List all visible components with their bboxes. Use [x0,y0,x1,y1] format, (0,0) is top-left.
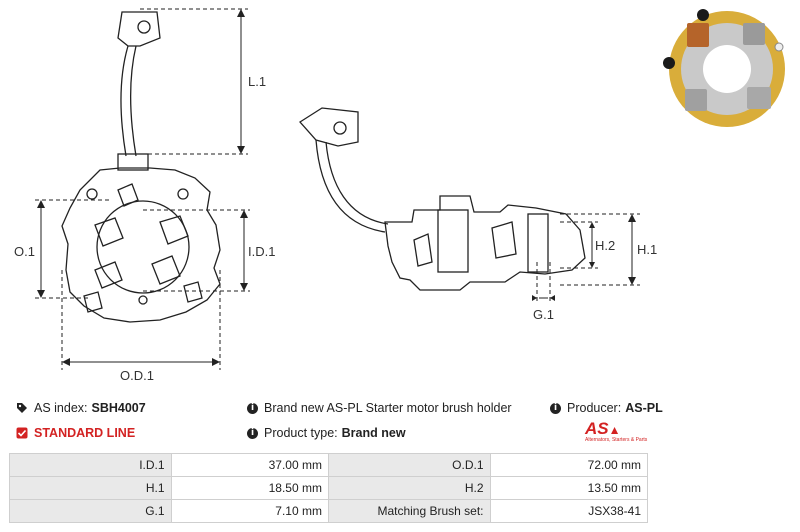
producer-value: AS-PL [625,401,663,415]
as-index-label: AS index: [34,401,88,415]
spec-value: 18.50 mm [170,476,329,500]
spec-key: O.D.1 [327,453,491,477]
spec-value: 72.00 mm [489,453,649,477]
front-rivet-bottom [138,295,148,305]
front-brush-pocket-4 [151,255,181,285]
tag-icon [16,402,28,414]
side-terminal [299,107,359,147]
checkbox-check-icon [16,427,28,439]
as-pl-logo: AS▲ Alternators, Starters & Parts [585,419,655,447]
side-terminal-hole [333,121,347,135]
info-icon: i [550,402,561,414]
standard-line-label: STANDARD LINE [34,426,136,440]
side-body [384,195,586,291]
product-type-label: Product type: [264,426,338,440]
spec-value: 7.10 mm [170,499,329,523]
side-lead-wire [315,139,389,233]
table-row: G.1 7.10 mm Matching Brush set: JSX38-41 [9,499,649,523]
dim-label-o1: O.1 [14,244,35,259]
dim-label-l1: L.1 [248,74,266,89]
front-rivet-right [177,188,189,200]
dim-label-id1: I.D.1 [248,244,275,259]
front-inner-circle [96,200,190,294]
producer-line: i Producer: AS-PL [550,401,663,415]
product-type-value: Brand new [341,426,406,440]
spec-key: I.D.1 [9,453,172,477]
front-brush-pocket-1 [94,217,124,247]
front-rivet-left [86,188,98,200]
front-body-outline [61,167,221,323]
info-icon: i [247,402,258,414]
dim-label-g1: G.1 [533,307,554,322]
front-brush-pocket-2 [159,215,189,245]
front-tab-1 [117,183,139,207]
spec-value: 37.00 mm [170,453,329,477]
product-photo [663,9,785,127]
info-icon: i [247,427,258,439]
front-lead-clip [117,153,149,171]
logo-mark: AS [585,419,609,438]
as-index-value: SBH4007 [91,401,146,415]
producer-label: Producer: [567,401,622,415]
description-text: Brand new AS-PL Starter motor brush hold… [264,401,512,415]
table-row: H.1 18.50 mm H.2 13.50 mm [9,476,649,500]
dim-label-h1: H.1 [637,242,657,257]
side-brush-left [437,209,469,273]
front-lead-wire [120,45,137,157]
front-tab-2 [83,291,103,313]
as-index-line: AS index: SBH4007 [16,401,146,415]
table-row: I.D.1 37.00 mm O.D.1 72.00 mm [9,453,649,477]
product-type-line: i Product type: Brand new [247,426,406,440]
dim-label-h2: H.2 [595,238,615,253]
description-line: i Brand new AS-PL Starter motor brush ho… [247,401,512,415]
spec-table: I.D.1 37.00 mm O.D.1 72.00 mm H.1 18.50 … [9,453,649,523]
spec-value: 13.50 mm [489,476,649,500]
front-brush-pocket-3 [94,261,123,289]
front-terminal-hole [137,20,151,34]
side-brush-right [527,213,549,273]
side-spring [413,221,517,267]
spec-key: Matching Brush set: [327,499,491,523]
front-tab-3 [183,281,203,303]
spec-value: JSX38-41 [489,499,649,523]
dim-label-od1: O.D.1 [120,368,154,383]
logo-tagline: Alternators, Starters & Parts [585,437,648,443]
technical-drawing: L.1 O.1 I.D.1 O.D.1 H.1 H.2 G.1 [14,8,657,383]
spec-key: G.1 [9,499,172,523]
front-terminal [117,11,161,47]
spec-key: H.1 [9,476,172,500]
spec-key: H.2 [327,476,491,500]
standard-line: STANDARD LINE [16,426,135,440]
